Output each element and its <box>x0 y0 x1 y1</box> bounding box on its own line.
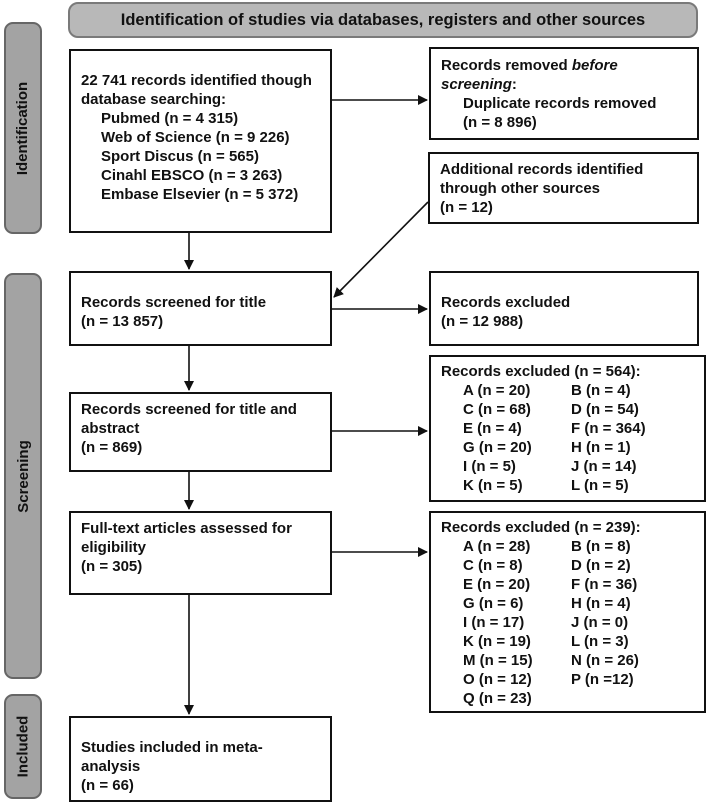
included-count: (n = 66) <box>81 777 134 794</box>
excluded-abstract-box: Records excluded (n = 564): A (n = 20) B… <box>429 355 706 502</box>
db-pubmed: Pubmed (n = 4 315) <box>101 110 239 127</box>
fulltext-box: Full-text articles assessed for eligibil… <box>69 511 332 595</box>
included-line-1: Studies included in meta- <box>81 739 263 756</box>
reason-item: J (n = 14) <box>571 458 637 475</box>
reason-item: L (n = 5) <box>571 477 629 494</box>
removed-line-1: Records removed before <box>441 57 618 74</box>
reason-item: K (n = 19) <box>463 633 531 650</box>
reason-item: F (n = 364) <box>571 420 646 437</box>
included-box: Studies included in meta- analysis (n = … <box>69 716 332 802</box>
reason-item: I (n = 17) <box>463 614 525 631</box>
screened-abstract-count: (n = 869) <box>81 439 143 456</box>
reason-item: E (n = 4) <box>463 420 522 437</box>
excluded-fulltext-title: Records excluded (n = 239): <box>441 519 641 536</box>
side-label-included: Included <box>4 694 42 799</box>
screened-title-label: Records screened for title <box>81 294 267 311</box>
screened-title-count: (n = 13 857) <box>81 313 164 330</box>
removed-duplicates: Duplicate records removed <box>463 95 657 112</box>
db-line-2: database searching: <box>81 91 227 108</box>
header-title: Identification of studies via databases,… <box>120 10 646 29</box>
db-web-of-science: Web of Science (n = 9 226) <box>101 129 290 146</box>
side-label-screening: Screening <box>4 273 42 679</box>
records-removed-box: Records removed before screening: Duplic… <box>429 47 699 140</box>
arrow-additional-to-screened <box>333 201 429 298</box>
removed-count: (n = 8 896) <box>463 114 537 131</box>
reason-item: Q (n = 23) <box>463 690 532 707</box>
reason-item: A (n = 20) <box>463 382 531 399</box>
reason-item: B (n = 8) <box>571 538 631 555</box>
reason-item: H (n = 4) <box>571 595 631 612</box>
fulltext-line-2: eligibility <box>81 539 147 556</box>
db-line-1: 22 741 records identified though <box>81 72 312 89</box>
screened-abstract-line-2: abstract <box>81 420 140 437</box>
reason-item: G (n = 6) <box>463 595 524 612</box>
removed-line-2: screening: <box>441 76 517 93</box>
reason-item: A (n = 28) <box>463 538 531 555</box>
reason-item: N (n = 26) <box>571 652 639 669</box>
reason-item: O (n = 12) <box>463 671 532 688</box>
reason-item: F (n = 36) <box>571 576 638 593</box>
db-sport-discus: Sport Discus (n = 565) <box>101 148 259 165</box>
reason-item: I (n = 5) <box>463 458 516 475</box>
reason-item: H (n = 1) <box>571 439 631 456</box>
side-label-identification: Identification <box>4 22 42 234</box>
reason-item: G (n = 20) <box>463 439 532 456</box>
reason-item: P (n =12) <box>571 671 634 688</box>
excluded-title-label: Records excluded <box>441 294 571 311</box>
excluded-abstract-list: A (n = 20) B (n = 4) C (n = 68) D (n = 5… <box>441 381 694 495</box>
screened-abstract-box: Records screened for title and abstract … <box>69 392 332 472</box>
additional-line-2: through other sources <box>440 180 601 197</box>
reason-item: B (n = 4) <box>571 382 631 399</box>
db-embase: Embase Elsevier (n = 5 372) <box>101 186 299 203</box>
fulltext-count: (n = 305) <box>81 558 143 575</box>
fulltext-line-1: Full-text articles assessed for <box>81 520 292 537</box>
db-cinahl: Cinahl EBSCO (n = 3 263) <box>101 167 283 184</box>
excluded-title-box: Records excluded (n = 12 988) <box>429 271 699 346</box>
excluded-fulltext-list: A (n = 28) B (n = 8) C (n = 8) D (n = 2)… <box>441 537 694 708</box>
header-banner: Identification of studies via databases,… <box>68 2 698 38</box>
reason-item: E (n = 20) <box>463 576 531 593</box>
excluded-abstract-title: Records excluded (n = 564): <box>441 363 641 380</box>
screened-abstract-line-1: Records screened for title and <box>81 401 297 418</box>
excluded-title-count: (n = 12 988) <box>441 313 524 330</box>
additional-line-1: Additional records identified <box>440 161 644 178</box>
reason-item: D (n = 54) <box>571 401 639 418</box>
screened-title-box: Records screened for title (n = 13 857) <box>69 271 332 346</box>
reason-item: L (n = 3) <box>571 633 629 650</box>
reason-item: C (n = 8) <box>463 557 523 574</box>
reason-item: C (n = 68) <box>463 401 531 418</box>
included-line-2: analysis <box>81 758 141 775</box>
reason-item: J (n = 0) <box>571 614 629 631</box>
excluded-fulltext-box: Records excluded (n = 239): A (n = 28) B… <box>429 511 706 713</box>
additional-count: (n = 12) <box>440 199 493 216</box>
reason-item: K (n = 5) <box>463 477 523 494</box>
database-search-box: 22 741 records identified though databas… <box>69 49 332 233</box>
additional-records-box: Additional records identified through ot… <box>428 152 699 224</box>
reason-item: M (n = 15) <box>463 652 533 669</box>
reason-item: D (n = 2) <box>571 557 631 574</box>
